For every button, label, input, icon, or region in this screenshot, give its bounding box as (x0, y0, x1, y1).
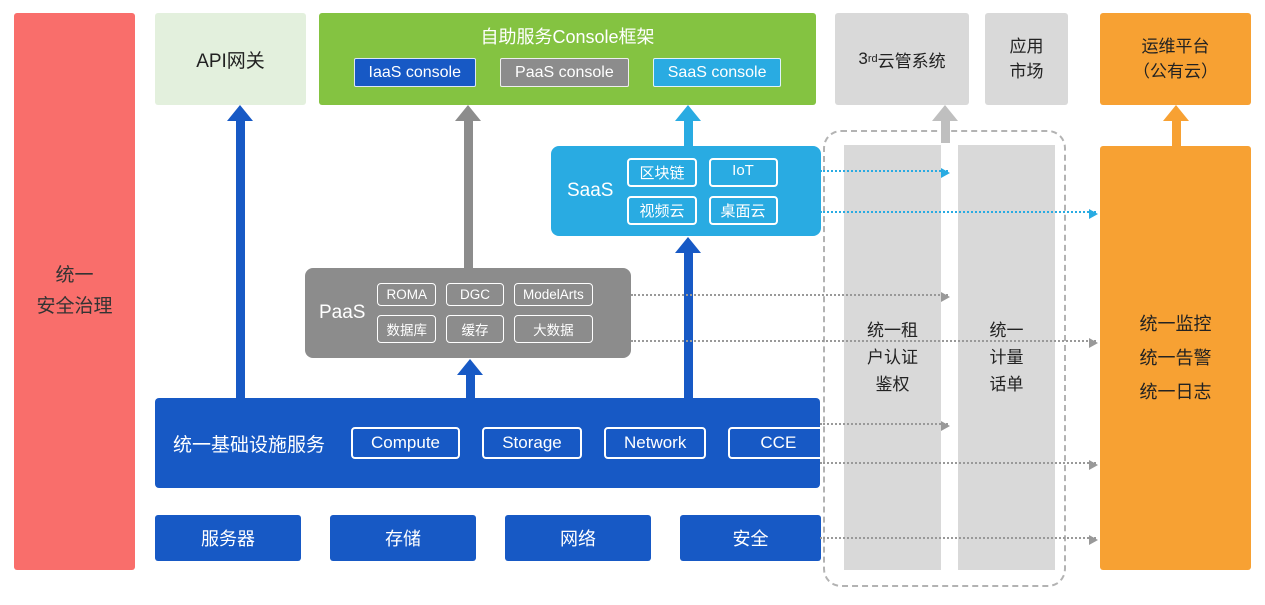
connector-saas-to-monitor (820, 209, 1098, 219)
unified-monitoring-bar: 统一监控 统一告警 统一日志 (1100, 146, 1251, 570)
arrow-monitor-to-om-platform (1163, 105, 1189, 146)
third-party-sup: rd (867, 53, 878, 65)
console-items: IaaS console PaaS console SaaS console (353, 58, 782, 87)
connector-iaas-to-monitor (820, 460, 1098, 470)
iaas-chip-cce: CCE (728, 427, 829, 459)
iaas-layer-box: 统一基础设施服务 Compute Storage Network CCE (155, 398, 829, 488)
saas-chip-iot: IoT (708, 157, 778, 187)
hardware-box-storage: 存储 (330, 515, 476, 561)
app-market-box: 应用 市场 (985, 13, 1068, 105)
saas-chip-blockchain: 区块链 (627, 157, 697, 187)
paas-chip-cache: 缓存 (445, 315, 504, 343)
iaas-layer-label: 统一基础设施服务 (173, 434, 326, 456)
third-party-prefix: 3 (858, 49, 868, 68)
arrow-iaas-to-paas (457, 359, 483, 398)
arrow-iaas-to-api-gateway (227, 105, 253, 398)
connector-hardware-to-monitor (820, 535, 1098, 545)
saas-chip-desktop-cloud: 桌面云 (708, 195, 778, 225)
paas-chip-dgc: DGC (445, 283, 504, 306)
hardware-box-security: 安全 (680, 515, 821, 561)
paas-chip-roma: ROMA (377, 283, 436, 306)
arrow-paas-to-console (455, 105, 481, 268)
saas-chips: 区块链 IoT 视频云 桌面云 (627, 157, 778, 225)
paas-layer-label: PaaS (319, 302, 366, 323)
saas-chip-video-cloud: 视频云 (627, 195, 697, 225)
connector-paas-to-monitor (631, 338, 1098, 348)
connector-paas-to-auth (631, 292, 950, 302)
api-gateway-box: API网关 (155, 13, 306, 105)
saas-layer-label: SaaS (567, 180, 614, 201)
paas-chip-database: 数据库 (377, 315, 436, 343)
saas-console-item: SaaS console (652, 58, 782, 87)
om-platform-box: 运维平台 （公有云） (1100, 13, 1251, 105)
third-party-rest: 云管系统 (877, 51, 946, 71)
paas-chip-modelarts: ModelArts (513, 283, 593, 306)
unified-auth-bar: 统一租 户认证 鉴权 (844, 145, 941, 570)
connector-iaas-to-auth (820, 421, 950, 431)
paas-console-item: PaaS console (500, 58, 629, 87)
arrow-iaas-to-saas (675, 237, 701, 398)
paas-chips: ROMA DGC ModelArts 数据库 缓存 大数据 (377, 283, 593, 343)
iaas-console-item: IaaS console (353, 58, 477, 87)
connector-saas-to-auth (820, 168, 950, 178)
unified-billing-bar: 统一 计量 话单 (958, 145, 1055, 570)
arrow-saas-to-saas-console (675, 105, 701, 146)
iaas-chip-storage: Storage (482, 427, 582, 459)
paas-layer-box: PaaS ROMA DGC ModelArts 数据库 缓存 大数据 (305, 268, 631, 358)
iaas-chip-compute: Compute (351, 427, 460, 459)
console-framework-box: 自助服务Console框架 IaaS console PaaS console … (319, 13, 816, 105)
hardware-box-network: 网络 (505, 515, 651, 561)
iaas-chip-network: Network (604, 427, 707, 459)
paas-chip-bigdata: 大数据 (513, 315, 593, 343)
arrow-shared-to-third-party-cms (932, 105, 958, 143)
console-framework-title: 自助服务Console框架 (480, 27, 655, 47)
unified-security-bar: 统一 安全治理 (14, 13, 135, 570)
hardware-box-server: 服务器 (155, 515, 301, 561)
iaas-chips: Compute Storage Network CCE (351, 427, 829, 459)
saas-layer-box: SaaS 区块链 IoT 视频云 桌面云 (551, 146, 821, 236)
